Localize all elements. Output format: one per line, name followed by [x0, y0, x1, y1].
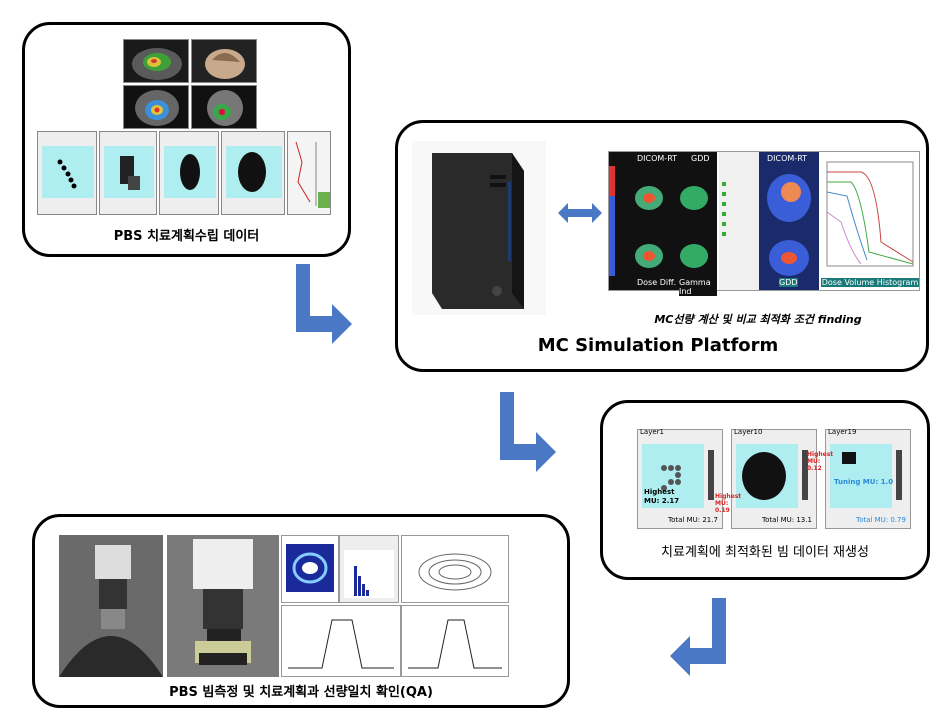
panel1-caption: PBS 치료계획수립 데이터 [113, 229, 260, 244]
layer-card-1: Layer1 Highest MU: 2.17 Total MU: 21.7 [637, 428, 723, 529]
screen-dvh-chart: Dose Volume Histogram [821, 152, 919, 290]
flow-arrow-3-icon [670, 598, 726, 676]
dose-profile-strip [287, 131, 331, 215]
gantry-photo-1 [59, 535, 163, 677]
layer1-total: Total MU: 21.7 [668, 516, 718, 524]
double-arrow-icon [558, 203, 602, 223]
ct-image-3d [191, 39, 257, 83]
spot-map-4 [221, 131, 285, 215]
flow-arrow-2-icon [500, 392, 556, 472]
contour-plot-window [401, 535, 509, 603]
spot-map-3 [159, 131, 219, 215]
spot-map-2 [99, 131, 157, 215]
panel-treatment-planning: PBS 치료계획수립 데이터 [22, 22, 351, 257]
profile-plot-y [401, 605, 509, 677]
ct-image-coronal [123, 85, 189, 129]
panel3-caption: 치료계획에 최적화된 빔 데이터 재생성 [661, 545, 869, 560]
ct-image-sagittal [191, 85, 257, 129]
layer-card-19: Layer19 Tuning MU: 1.0 Total MU: 0.79 [825, 428, 911, 529]
layer10-total: Total MU: 13.1 [762, 516, 812, 524]
panel4-caption: PBS 빔측정 및 치료계획과 선량일치 확인(QA) [169, 685, 433, 700]
panel2-caption: MC Simulation Platform [537, 335, 779, 356]
panel-beam-regeneration: Layer1 Highest MU: 2.17 Total MU: 21.7 L… [600, 400, 930, 580]
spot-map-1 [37, 131, 97, 215]
layer19-note: Highest MU: 0.12 [807, 451, 834, 472]
profile-plot-x [281, 605, 401, 677]
panel-mc-simulation: DICOM-RT GDD Dose Diff. Gamma Ind DICOM-… [395, 120, 929, 372]
layer1-note: Highest MU: 2.17 [644, 488, 680, 505]
panel2-subcaption: MC선량 계산 및 비교 최적화 조건 finding [654, 313, 862, 326]
workstation-image [412, 141, 546, 315]
dose-comparison-screens: DICOM-RT GDD Dose Diff. Gamma Ind DICOM-… [608, 151, 920, 296]
histogram-window [339, 535, 399, 603]
screen-dicom-rt-left: DICOM-RT GDD Dose Diff. Gamma Ind [609, 152, 717, 296]
ct-image-axial [123, 39, 189, 83]
beam-spot-image [281, 535, 339, 603]
layer19-total: Total MU: 0.79 [856, 516, 906, 524]
layer19-tuning: Tuning MU: 1.0 [834, 478, 894, 486]
layer10-note: Highest MU: 0.19 [715, 493, 742, 514]
flow-arrow-1-icon [296, 264, 352, 344]
screen-dicom-rt-right: DICOM-RT GDD [759, 152, 819, 290]
panel-qa-measurement: PBS 빔측정 및 치료계획과 선량일치 확인(QA) [32, 514, 570, 708]
layer-card-10: Layer10 Total MU: 13.1 [731, 428, 817, 529]
gantry-photo-2 [167, 535, 279, 677]
screen-structure-list [719, 152, 759, 290]
